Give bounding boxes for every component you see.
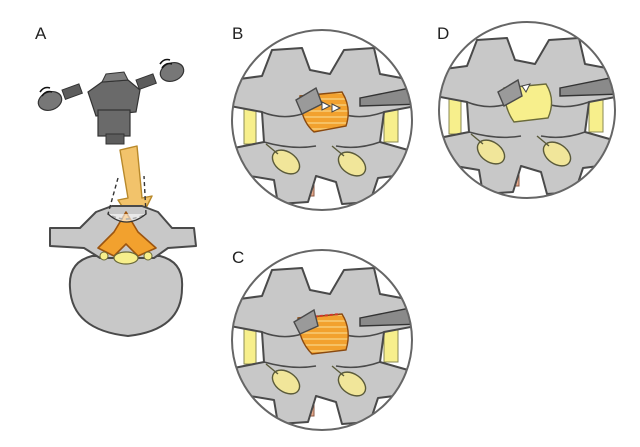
drill-instrument-icon [559,75,615,97]
magnified-view-c [231,249,413,431]
vertebra-icon [49,175,197,338]
panel-label-a: A [35,24,47,43]
eyepiece-icon [135,58,185,91]
magnified-view-b [231,29,413,211]
magnified-view-d [438,21,616,199]
panel-label-b: B [232,24,244,43]
panel-label-d: D [437,24,450,43]
eyepiece-icon [37,83,83,112]
microscope-icon [37,58,185,145]
panel-label-c: C [232,248,245,267]
